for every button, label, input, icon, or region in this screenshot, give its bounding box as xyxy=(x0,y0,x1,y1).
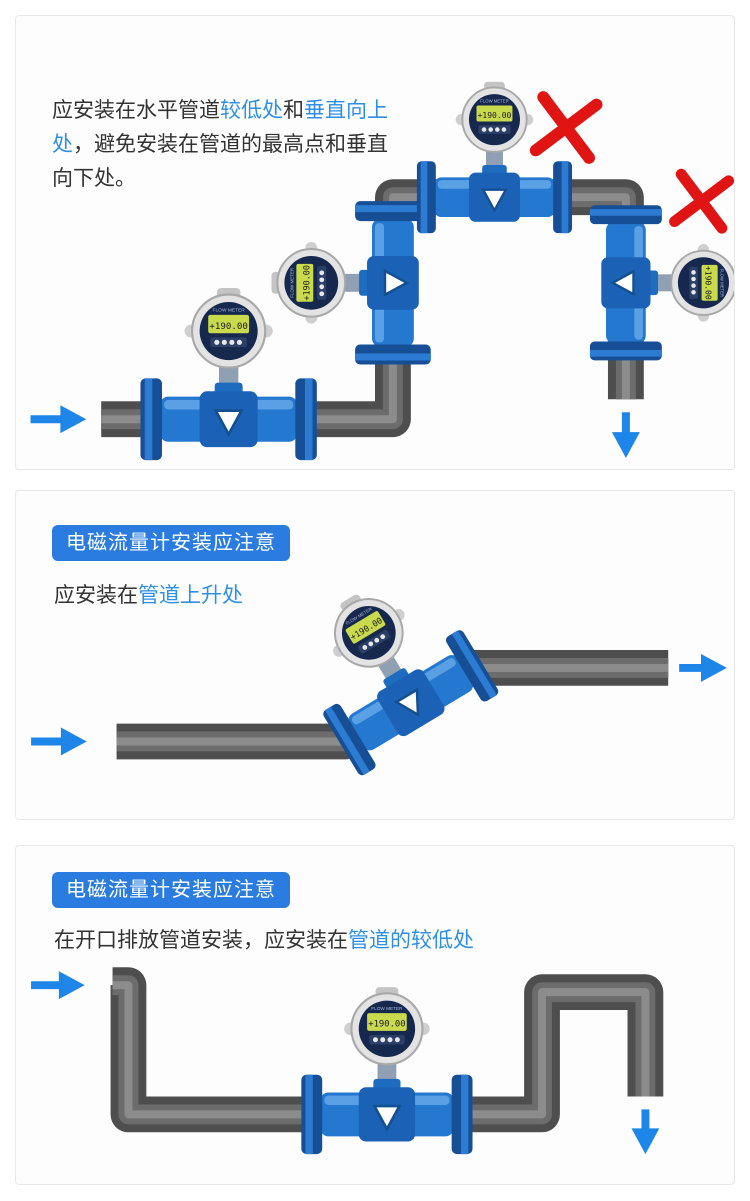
note-segment: 应安装在水平管道 xyxy=(52,99,220,122)
pipe-run xyxy=(101,179,644,438)
panel-rising-pipe-rule: 电磁流量计安装应注意 应安装在管道上升处 xyxy=(15,490,735,820)
install-note: 应安装在水平管道较低处和垂直向上处，避免安装在管道的最高点和垂直向下处。 xyxy=(52,94,388,196)
install-note: 在开口排放管道安装，应安装在管道的较低处 xyxy=(54,924,474,954)
note-segment: ，避免安装在管道的最高点和垂直向下处。 xyxy=(52,133,388,190)
flow-outlet-down-arrow xyxy=(611,412,640,459)
pipe-diagram-overview xyxy=(30,80,734,462)
section-badge: 电磁流量计安装应注意 xyxy=(52,872,290,908)
flow-outlet-arrow xyxy=(679,654,727,682)
note-segment: 和 xyxy=(283,99,304,122)
pipe-diagram-rising xyxy=(31,555,727,779)
note-segment: 在开口排放管道安装，应安装在 xyxy=(54,929,348,952)
pipe-diagram-low-point xyxy=(31,967,664,1156)
note-segment-highlight: 管道的较低处 xyxy=(348,929,474,952)
note-segment-highlight: 垂直向上处 xyxy=(52,99,388,156)
wrong-installation-x-icon xyxy=(669,168,734,234)
pipe-run xyxy=(110,967,664,1133)
flow-inlet-arrow xyxy=(31,727,87,756)
panel-horizontal-install-rules: 应安装在水平管道较低处和垂直向上处，避免安装在管道的最高点和垂直向下处。 xyxy=(15,15,735,470)
install-note: 应安装在管道上升处 xyxy=(54,579,243,609)
flow-inlet-arrow xyxy=(30,405,87,434)
flowmeter-low-point-correct xyxy=(300,985,474,1156)
note-segment-highlight: 较低处 xyxy=(220,99,283,122)
flow-inlet-arrow xyxy=(31,971,85,1000)
panel-open-discharge-rule: 电磁流量计安装应注意 在开口排放管道安装，应安装在管道的较低处 xyxy=(15,845,735,1185)
flowmeter-vertical-up-correct xyxy=(270,199,432,366)
note-segment: 应安装在 xyxy=(54,584,138,607)
flowmeter-vertical-down-wrong xyxy=(588,204,734,362)
note-segment-highlight: 管道上升处 xyxy=(138,584,243,607)
flowmeter-horizontal-low-correct xyxy=(139,286,319,462)
section-badge: 电磁流量计安装应注意 xyxy=(52,525,290,561)
wrong-installation-x-icon xyxy=(529,91,603,164)
flow-outlet-down-arrow xyxy=(631,1109,660,1155)
